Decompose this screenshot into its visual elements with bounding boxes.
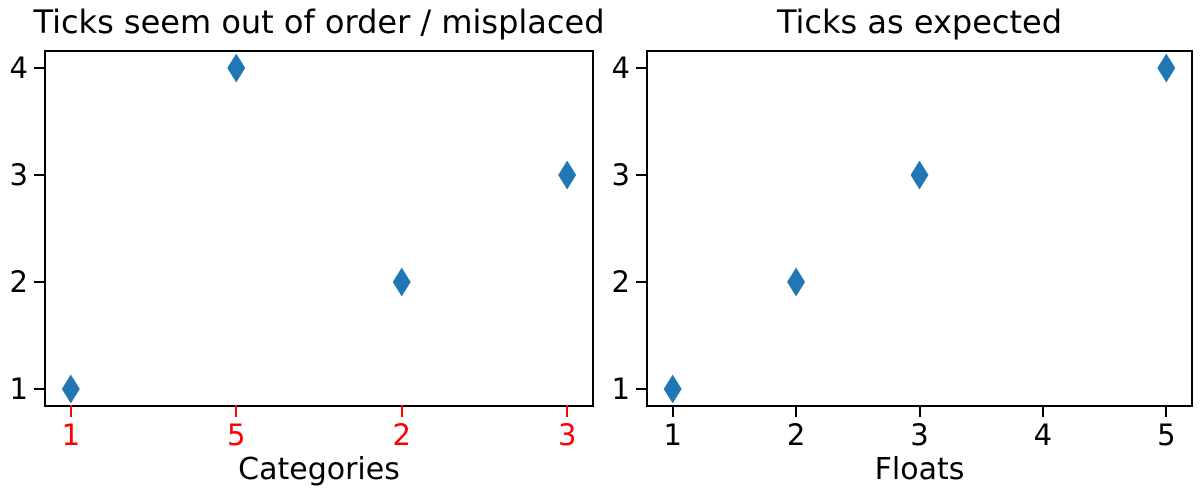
subplot-left-xlabel: Categories xyxy=(238,452,400,487)
data-point-marker xyxy=(227,53,246,83)
x-tick-label: 4 xyxy=(1033,418,1053,452)
x-tick xyxy=(400,405,403,417)
x-tick-label: 1 xyxy=(61,418,81,452)
data-point-marker xyxy=(663,374,682,404)
data-point-marker xyxy=(910,160,929,190)
y-tick xyxy=(34,174,46,176)
y-tick-label: 2 xyxy=(611,264,630,299)
x-tick xyxy=(918,405,921,417)
x-tick xyxy=(671,405,674,417)
y-tick xyxy=(34,280,46,283)
subplot-right-title: Ticks as expected xyxy=(776,3,1063,41)
y-tick-label: 4 xyxy=(611,51,630,86)
x-tick xyxy=(1165,405,1168,417)
x-tick xyxy=(1041,405,1044,417)
data-point-marker xyxy=(61,374,80,404)
x-tick-label: 3 xyxy=(557,418,577,452)
subplot-left-title: Ticks seem out of order / misplaced xyxy=(33,3,605,41)
y-tick-label: 2 xyxy=(9,264,28,299)
y-tick xyxy=(34,67,46,70)
y-tick-label: 1 xyxy=(9,371,28,406)
x-tick xyxy=(69,405,72,417)
data-point-marker xyxy=(1157,53,1176,83)
x-tick-label: 3 xyxy=(910,418,929,452)
subplot-right-xlabel: Floats xyxy=(874,452,965,487)
y-tick xyxy=(34,387,46,390)
x-tick xyxy=(795,405,798,417)
y-tick-label: 3 xyxy=(9,158,28,192)
subplot-left-axes: 1 5 2 3 1 2 3 4 xyxy=(10,50,594,451)
x-tick-label: 5 xyxy=(227,418,246,452)
x-tick-label: 1 xyxy=(663,418,682,452)
data-point-marker xyxy=(392,267,411,297)
x-tick-label: 2 xyxy=(786,418,806,452)
y-tick-label: 4 xyxy=(9,51,28,86)
data-point-marker xyxy=(558,160,577,190)
x-tick-label: 5 xyxy=(1157,418,1176,452)
y-tick xyxy=(636,387,648,390)
y-tick xyxy=(636,174,648,176)
x-tick-label: 2 xyxy=(392,418,411,452)
x-tick xyxy=(566,405,569,417)
x-tick xyxy=(235,405,238,417)
subplot-right-axes: 1 2 3 4 5 1 2 3 4 xyxy=(612,50,1193,451)
y-tick-label: 3 xyxy=(611,158,630,192)
data-point-marker xyxy=(787,267,806,297)
y-tick xyxy=(636,280,648,283)
y-tick-label: 1 xyxy=(611,371,630,406)
y-tick xyxy=(636,67,648,70)
